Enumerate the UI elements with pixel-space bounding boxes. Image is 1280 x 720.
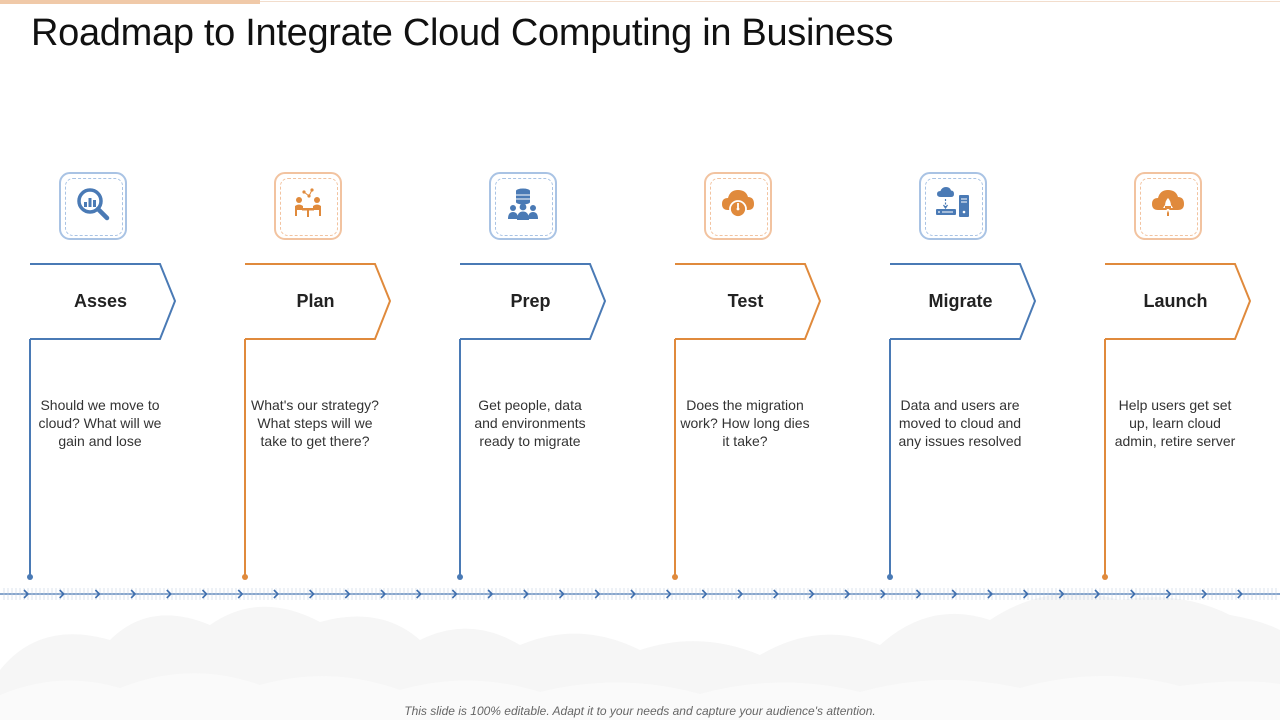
timeline-arrow bbox=[380, 589, 387, 599]
timeline-arrow bbox=[344, 589, 351, 599]
timeline-arrow bbox=[808, 589, 815, 599]
timeline-arrow bbox=[1058, 589, 1065, 599]
timeline-arrow bbox=[1023, 589, 1029, 599]
stage-dot bbox=[1102, 574, 1108, 580]
timeline-arrow bbox=[237, 589, 244, 599]
timeline-arrow bbox=[594, 589, 601, 599]
timeline-arrow bbox=[558, 589, 565, 599]
timeline-arrow bbox=[416, 589, 422, 599]
timeline-arrow bbox=[1165, 589, 1172, 599]
timeline-arrow bbox=[166, 589, 172, 599]
stage-description: What's our strategy? What steps will we … bbox=[251, 397, 379, 449]
stage-label: Plan bbox=[296, 291, 335, 311]
stage-description: Get people, data and environments ready … bbox=[474, 397, 586, 449]
timeline-arrow bbox=[130, 589, 137, 599]
timeline-arrow bbox=[309, 589, 315, 599]
stage-label: Migrate bbox=[928, 291, 993, 311]
timeline-arrow bbox=[701, 589, 708, 599]
stage-icon-box-prep bbox=[489, 172, 557, 240]
stage-icon-box-launch bbox=[1134, 172, 1202, 240]
timeline-arrow bbox=[23, 589, 30, 599]
magnifier-chart-icon bbox=[75, 186, 111, 227]
stage-dot bbox=[457, 574, 463, 580]
timeline-arrow bbox=[1094, 589, 1101, 599]
stage-label: Test bbox=[727, 291, 764, 311]
stage-shapes bbox=[27, 263, 1252, 580]
stage-description: Data and users are moved to cloud and an… bbox=[898, 397, 1022, 449]
timeline-arrow bbox=[880, 589, 886, 599]
timeline-arrow bbox=[773, 589, 779, 599]
cloud-rocket-icon bbox=[1149, 186, 1187, 227]
timeline-axis bbox=[0, 588, 1280, 600]
stage-chevron-test bbox=[675, 263, 822, 340]
timeline-arrow bbox=[487, 589, 494, 599]
timeline-arrow bbox=[951, 589, 958, 599]
stage-dot bbox=[672, 574, 678, 580]
timeline-arrow bbox=[94, 589, 101, 599]
timeline-arrow bbox=[737, 589, 744, 599]
stage-dot bbox=[887, 574, 893, 580]
timeline-arrow bbox=[201, 589, 208, 599]
stage-chevron-plan bbox=[245, 263, 392, 340]
stage-icon-box-test bbox=[704, 172, 772, 240]
timeline-arrow bbox=[987, 589, 994, 599]
cloud-gauge-icon bbox=[719, 186, 757, 227]
timeline-arrow bbox=[273, 589, 280, 599]
timeline-arrow bbox=[1237, 589, 1243, 599]
stage-chevron-asses bbox=[30, 263, 177, 340]
stage-chevron-launch bbox=[1105, 263, 1252, 340]
stage-description: Help users get set up, learn cloud admin… bbox=[1114, 397, 1236, 449]
timeline-arrow bbox=[451, 589, 458, 599]
stage-label: Prep bbox=[510, 291, 551, 311]
stage-description: Should we move to cloud? What will we ga… bbox=[38, 397, 162, 449]
timeline-arrow bbox=[844, 589, 851, 599]
timeline-arrow bbox=[1130, 589, 1136, 599]
stage-label: Launch bbox=[1143, 291, 1208, 311]
database-users-icon bbox=[504, 186, 542, 227]
stage-label: Asses bbox=[73, 291, 128, 311]
top-accent-bar bbox=[0, 0, 260, 4]
cloud-server-transfer-icon bbox=[933, 185, 973, 228]
background-clouds bbox=[0, 593, 1280, 720]
page-title: Roadmap to Integrate Cloud Computing in … bbox=[31, 12, 894, 54]
timeline-arrow bbox=[915, 589, 922, 599]
timeline-arrow bbox=[59, 589, 65, 599]
team-meeting-icon bbox=[289, 186, 327, 227]
timeline-arrow bbox=[523, 589, 529, 599]
stage-dot bbox=[242, 574, 248, 580]
stage-chevron-migrate bbox=[890, 263, 1037, 340]
stage-chevron-prep bbox=[460, 263, 607, 340]
stage-dot bbox=[27, 574, 33, 580]
timeline-arrow bbox=[630, 589, 637, 599]
timeline-arrow bbox=[666, 589, 672, 599]
timeline-arrow bbox=[1201, 589, 1208, 599]
footer-note: This slide is 100% editable. Adapt it to… bbox=[404, 704, 876, 718]
top-divider-line bbox=[260, 1, 1280, 2]
stage-icon-box-asses bbox=[59, 172, 127, 240]
stage-icon-box-plan bbox=[274, 172, 342, 240]
stage-description: Does the migration work? How long dies i… bbox=[680, 397, 810, 449]
stage-icon-box-migrate bbox=[919, 172, 987, 240]
